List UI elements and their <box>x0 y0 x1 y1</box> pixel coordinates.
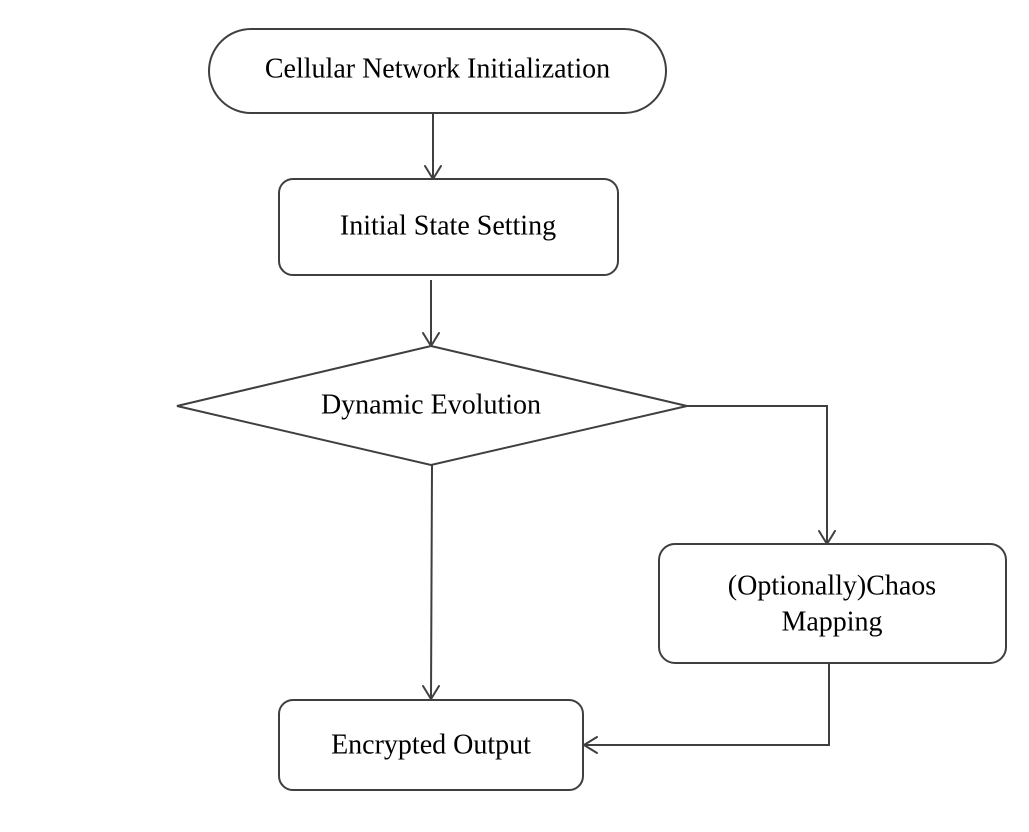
node-chaos-label-line2: Mapping <box>781 606 882 637</box>
node-chaos-label-line1: (Optionally)Chaos <box>728 570 936 601</box>
node-init: Initial State Setting <box>278 178 619 276</box>
node-start-label: Cellular Network Initialization <box>265 53 610 84</box>
edge-start-to-init <box>424 113 442 180</box>
node-init-label: Initial State Setting <box>340 210 556 241</box>
edge-evolve-to-chaos <box>687 405 836 545</box>
node-evolve-label: Dynamic Evolution <box>321 389 541 420</box>
node-output-label: Encrypted Output <box>331 729 531 760</box>
node-evolve: Dynamic Evolution <box>176 344 688 467</box>
node-output: Encrypted Output <box>278 699 584 791</box>
node-chaos: (Optionally)Chaos Mapping <box>658 543 1007 664</box>
edge-evolve-to-output <box>422 464 440 700</box>
edge-init-to-evolve <box>422 280 440 347</box>
node-start: Cellular Network Initialization <box>208 28 667 114</box>
edge-chaos-to-output <box>583 664 830 754</box>
